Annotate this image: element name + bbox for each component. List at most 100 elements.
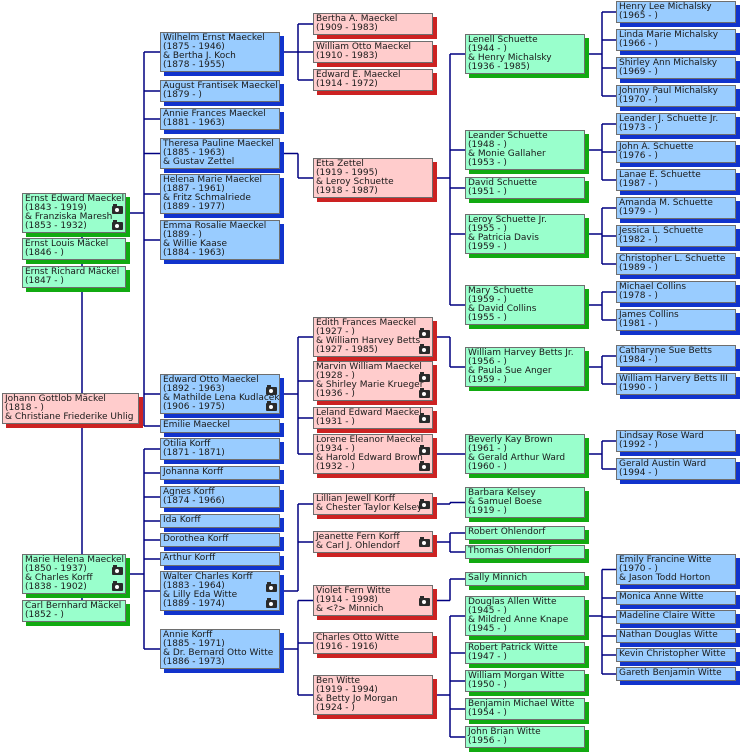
person-card-annie-korff[interactable]: Annie Korff(1885 - 1971)& Dr. Bernard Ot… <box>160 629 280 669</box>
person-card-gerald-austin[interactable]: Gerald Austin Ward(1994 - ) <box>616 458 736 480</box>
person-card-leander-jr[interactable]: Leander J. Schuette Jr.(1973 - ) <box>616 113 736 135</box>
person-card-edward-otto[interactable]: Edward Otto Maeckel(1892 - 1963)& Mathil… <box>160 374 280 414</box>
person-name: James Collins <box>619 310 679 320</box>
person-card-marvin-william[interactable]: Marvin William Maeckel(1928 - )& Shirley… <box>313 361 433 401</box>
person-card-michael-collins[interactable]: Michael Collins(1978 - ) <box>616 281 736 303</box>
person-card-thomas-ohlendorf[interactable]: Thomas Ohlendorf <box>465 545 585 559</box>
person-card-beverly-kay[interactable]: Beverly Kay Brown(1961 - )& Gerald Arthu… <box>465 434 585 474</box>
camera-icon[interactable] <box>112 220 123 230</box>
person-card-dorothea[interactable]: Dorothea Korff <box>160 533 280 547</box>
person-detail: & David Collins <box>468 304 537 314</box>
person-card-edith-frances[interactable]: Edith Frances Maeckel(1927 - )& William … <box>313 317 433 357</box>
person-card-johanna[interactable]: Johanna Korff <box>160 466 280 480</box>
person-card-robert-ohlendorf[interactable]: Robert Ohlendorf <box>465 526 585 540</box>
person-card-david-schuette[interactable]: David Schuette(1951 - ) <box>465 177 585 199</box>
person-card-catharyne-sue[interactable]: Catharyne Sue Betts(1984 - ) <box>616 345 736 367</box>
camera-icon[interactable] <box>112 581 123 591</box>
person-card-william-morgan[interactable]: William Morgan Witte(1950 - ) <box>465 670 585 692</box>
person-card-benjamin-michael[interactable]: Benjamin Michael Witte(1954 - ) <box>465 698 585 720</box>
person-card-leroy-jr[interactable]: Leroy Schuette Jr.(1955 - )& Patricia Da… <box>465 214 585 254</box>
person-card-john-a[interactable]: John A. Schuette(1976 - ) <box>616 141 736 163</box>
camera-icon[interactable] <box>419 595 430 606</box>
person-card-leander-schuette[interactable]: Leander Schuette(1948 - )& Monie Gallahe… <box>465 130 585 170</box>
person-card-lanae-e[interactable]: Lanae E. Schuette(1987 - ) <box>616 169 736 191</box>
person-card-emma-rosalie[interactable]: Emma Rosalie Maeckel(1889 - )& Willie Ka… <box>160 220 280 260</box>
person-card-lillian-jewell[interactable]: Lillian Jewell Korff& Chester Taylor Kel… <box>313 493 433 515</box>
person-card-theresa-pauline[interactable]: Theresa Pauline Maeckel(1885 - 1963)& Gu… <box>160 138 280 169</box>
person-card-otilia[interactable]: Otilia Korff(1871 - 1871) <box>160 438 280 460</box>
camera-icon[interactable] <box>419 344 430 354</box>
person-card-johnny-paul[interactable]: Johnny Paul Michalsky(1970 - ) <box>616 85 736 107</box>
person-card-ernst-richard[interactable]: Ernst Richard Mäckel(1847 - ) <box>22 266 126 288</box>
person-card-ben-witte[interactable]: Ben Witte(1919 - 1994)& Betty Jo Morgan(… <box>313 675 433 715</box>
person-card-jeanette-fern[interactable]: Jeanette Fern Korff& Carl J. Ohlendorf <box>313 531 433 553</box>
camera-icon[interactable] <box>112 565 123 575</box>
person-detail: (1918 - 1987) <box>316 186 378 196</box>
camera-icon[interactable] <box>266 401 277 411</box>
person-card-charles-otto[interactable]: Charles Otto Witte(1916 - 1916) <box>313 632 433 654</box>
person-card-emilie[interactable]: Emilie Maeckel <box>160 419 280 433</box>
person-card-henry-lee[interactable]: Henry Lee Michalsky(1965 - ) <box>616 1 736 23</box>
person-card-lorene-eleanor[interactable]: Lorene Eleanor Maeckel(1934 - )& Harold … <box>313 434 433 474</box>
person-card-barbara-kelsey[interactable]: Barbara Kelsey& Samuel Boese(1919 - ) <box>465 487 585 518</box>
person-card-agnes[interactable]: Agnes Korff(1874 - 1966) <box>160 486 280 508</box>
person-card-etta-zettel[interactable]: Etta Zettel(1919 - 1995)& Leroy Schuette… <box>313 158 433 198</box>
camera-icon[interactable] <box>266 582 277 592</box>
camera-icon[interactable] <box>419 372 430 382</box>
camera-icon[interactable] <box>266 385 277 395</box>
person-card-ernst-edward[interactable]: Ernst Edward Maeckel(1843 - 1919)& Franz… <box>22 193 126 233</box>
person-card-robert-patrick[interactable]: Robert Patrick Witte(1947 - ) <box>465 642 585 664</box>
camera-icon[interactable] <box>419 445 430 455</box>
camera-icon[interactable] <box>419 499 430 509</box>
person-card-ida[interactable]: Ida Korff <box>160 514 280 528</box>
person-card-walter-charles[interactable]: Walter Charles Korff(1883 - 1964)& Lilly… <box>160 571 280 611</box>
person-card-nathan-douglas[interactable]: Nathan Douglas Witte <box>616 629 736 643</box>
person-card-kevin-christopher[interactable]: Kevin Christopher Witte <box>616 648 736 662</box>
person-name: Leland Edward Maeckel <box>316 408 422 418</box>
camera-icon[interactable] <box>419 461 430 471</box>
person-card-edward-e[interactable]: Edward E. Maeckel(1914 - 1972) <box>313 69 433 91</box>
person-card-ernst-louis[interactable]: Ernst Louis Mäckel(1846 - ) <box>22 238 126 260</box>
camera-icon[interactable] <box>419 388 430 398</box>
person-card-william-harvery-iii[interactable]: William Harvery Betts III(1990 - ) <box>616 373 736 395</box>
person-card-william-harvey-jr[interactable]: William Harvey Betts Jr.(1956 - )& Paula… <box>465 347 585 387</box>
person-card-august-frantisek[interactable]: August Frantisek Maeckel(1879 - ) <box>160 80 280 102</box>
person-detail: (1909 - 1983) <box>316 23 378 33</box>
camera-icon[interactable] <box>112 204 123 214</box>
person-card-johann-gottlob[interactable]: Johann Gottlob Mäckel(1818 - )& Christia… <box>2 393 139 424</box>
camera-icon[interactable] <box>266 598 277 608</box>
person-detail: (1954 - ) <box>468 708 507 718</box>
person-name: Gareth Benjamin Witte <box>619 668 722 678</box>
person-card-gareth-benjamin[interactable]: Gareth Benjamin Witte <box>616 667 736 681</box>
person-name: Leroy Schuette Jr. <box>468 215 548 225</box>
person-card-amanda-m[interactable]: Amanda M. Schuette(1979 - ) <box>616 197 736 219</box>
person-card-linda-marie[interactable]: Linda Marie Michalsky(1966 - ) <box>616 29 736 51</box>
person-card-wilhelm-ernst[interactable]: Wilhelm Ernst Maeckel(1875 - 1946)& Bert… <box>160 32 280 72</box>
person-card-sally-minnich[interactable]: Sally Minnich <box>465 572 585 586</box>
person-card-douglas-allen[interactable]: Douglas Allen Witte(1945 - )& Mildred An… <box>465 596 585 636</box>
person-card-arthur[interactable]: Arthur Korff <box>160 552 280 566</box>
person-card-jessica-l[interactable]: Jessica L. Schuette(1982 - ) <box>616 225 736 247</box>
person-card-carl-bernhard[interactable]: Carl Bernhard Mäckel(1852 - ) <box>22 600 126 622</box>
person-card-mary-schuette[interactable]: Mary Schuette(1959 - )& David Collins(19… <box>465 285 585 325</box>
person-card-james-collins[interactable]: James Collins(1981 - ) <box>616 309 736 331</box>
person-card-lenell-schuette[interactable]: Lenell Schuette(1944 - )& Henry Michalsk… <box>465 34 585 74</box>
person-card-leland-edward[interactable]: Leland Edward Maeckel(1931 - ) <box>313 407 433 429</box>
person-detail: (1978 - ) <box>619 291 658 301</box>
person-card-madeline-claire[interactable]: Madeline Claire Witte <box>616 610 736 624</box>
camera-icon[interactable] <box>419 537 430 547</box>
person-card-william-otto[interactable]: William Otto Maeckel(1910 - 1983) <box>313 41 433 63</box>
person-card-shirley-ann[interactable]: Shirley Ann Michalsky(1969 - ) <box>616 57 736 79</box>
person-card-bertha-a[interactable]: Bertha A. Maeckel(1909 - 1983) <box>313 13 433 35</box>
person-card-monica-anne[interactable]: Monica Anne Witte <box>616 591 736 605</box>
person-card-emily-francine[interactable]: Emily Francine Witte(1970 - )& Jason Tod… <box>616 554 736 585</box>
person-card-john-brian[interactable]: John Brian Witte(1956 - ) <box>465 726 585 748</box>
camera-icon[interactable] <box>419 413 430 423</box>
person-card-violet-fern[interactable]: Violet Fern Witte(1914 - 1998)& <?> Minn… <box>313 585 433 616</box>
camera-icon[interactable] <box>419 328 430 338</box>
person-card-marie-helena[interactable]: Marie Helena Maeckel(1850 - 1937)& Charl… <box>22 554 126 594</box>
person-card-lindsay-rose[interactable]: Lindsay Rose Ward(1992 - ) <box>616 430 736 452</box>
person-card-annie-frances[interactable]: Annie Frances Maeckel(1881 - 1963) <box>160 108 280 130</box>
person-card-helena-marie[interactable]: Helena Marie Maeckel(1887 - 1961)& Fritz… <box>160 174 280 214</box>
person-card-christopher-l[interactable]: Christopher L. Schuette(1989 - ) <box>616 253 736 275</box>
